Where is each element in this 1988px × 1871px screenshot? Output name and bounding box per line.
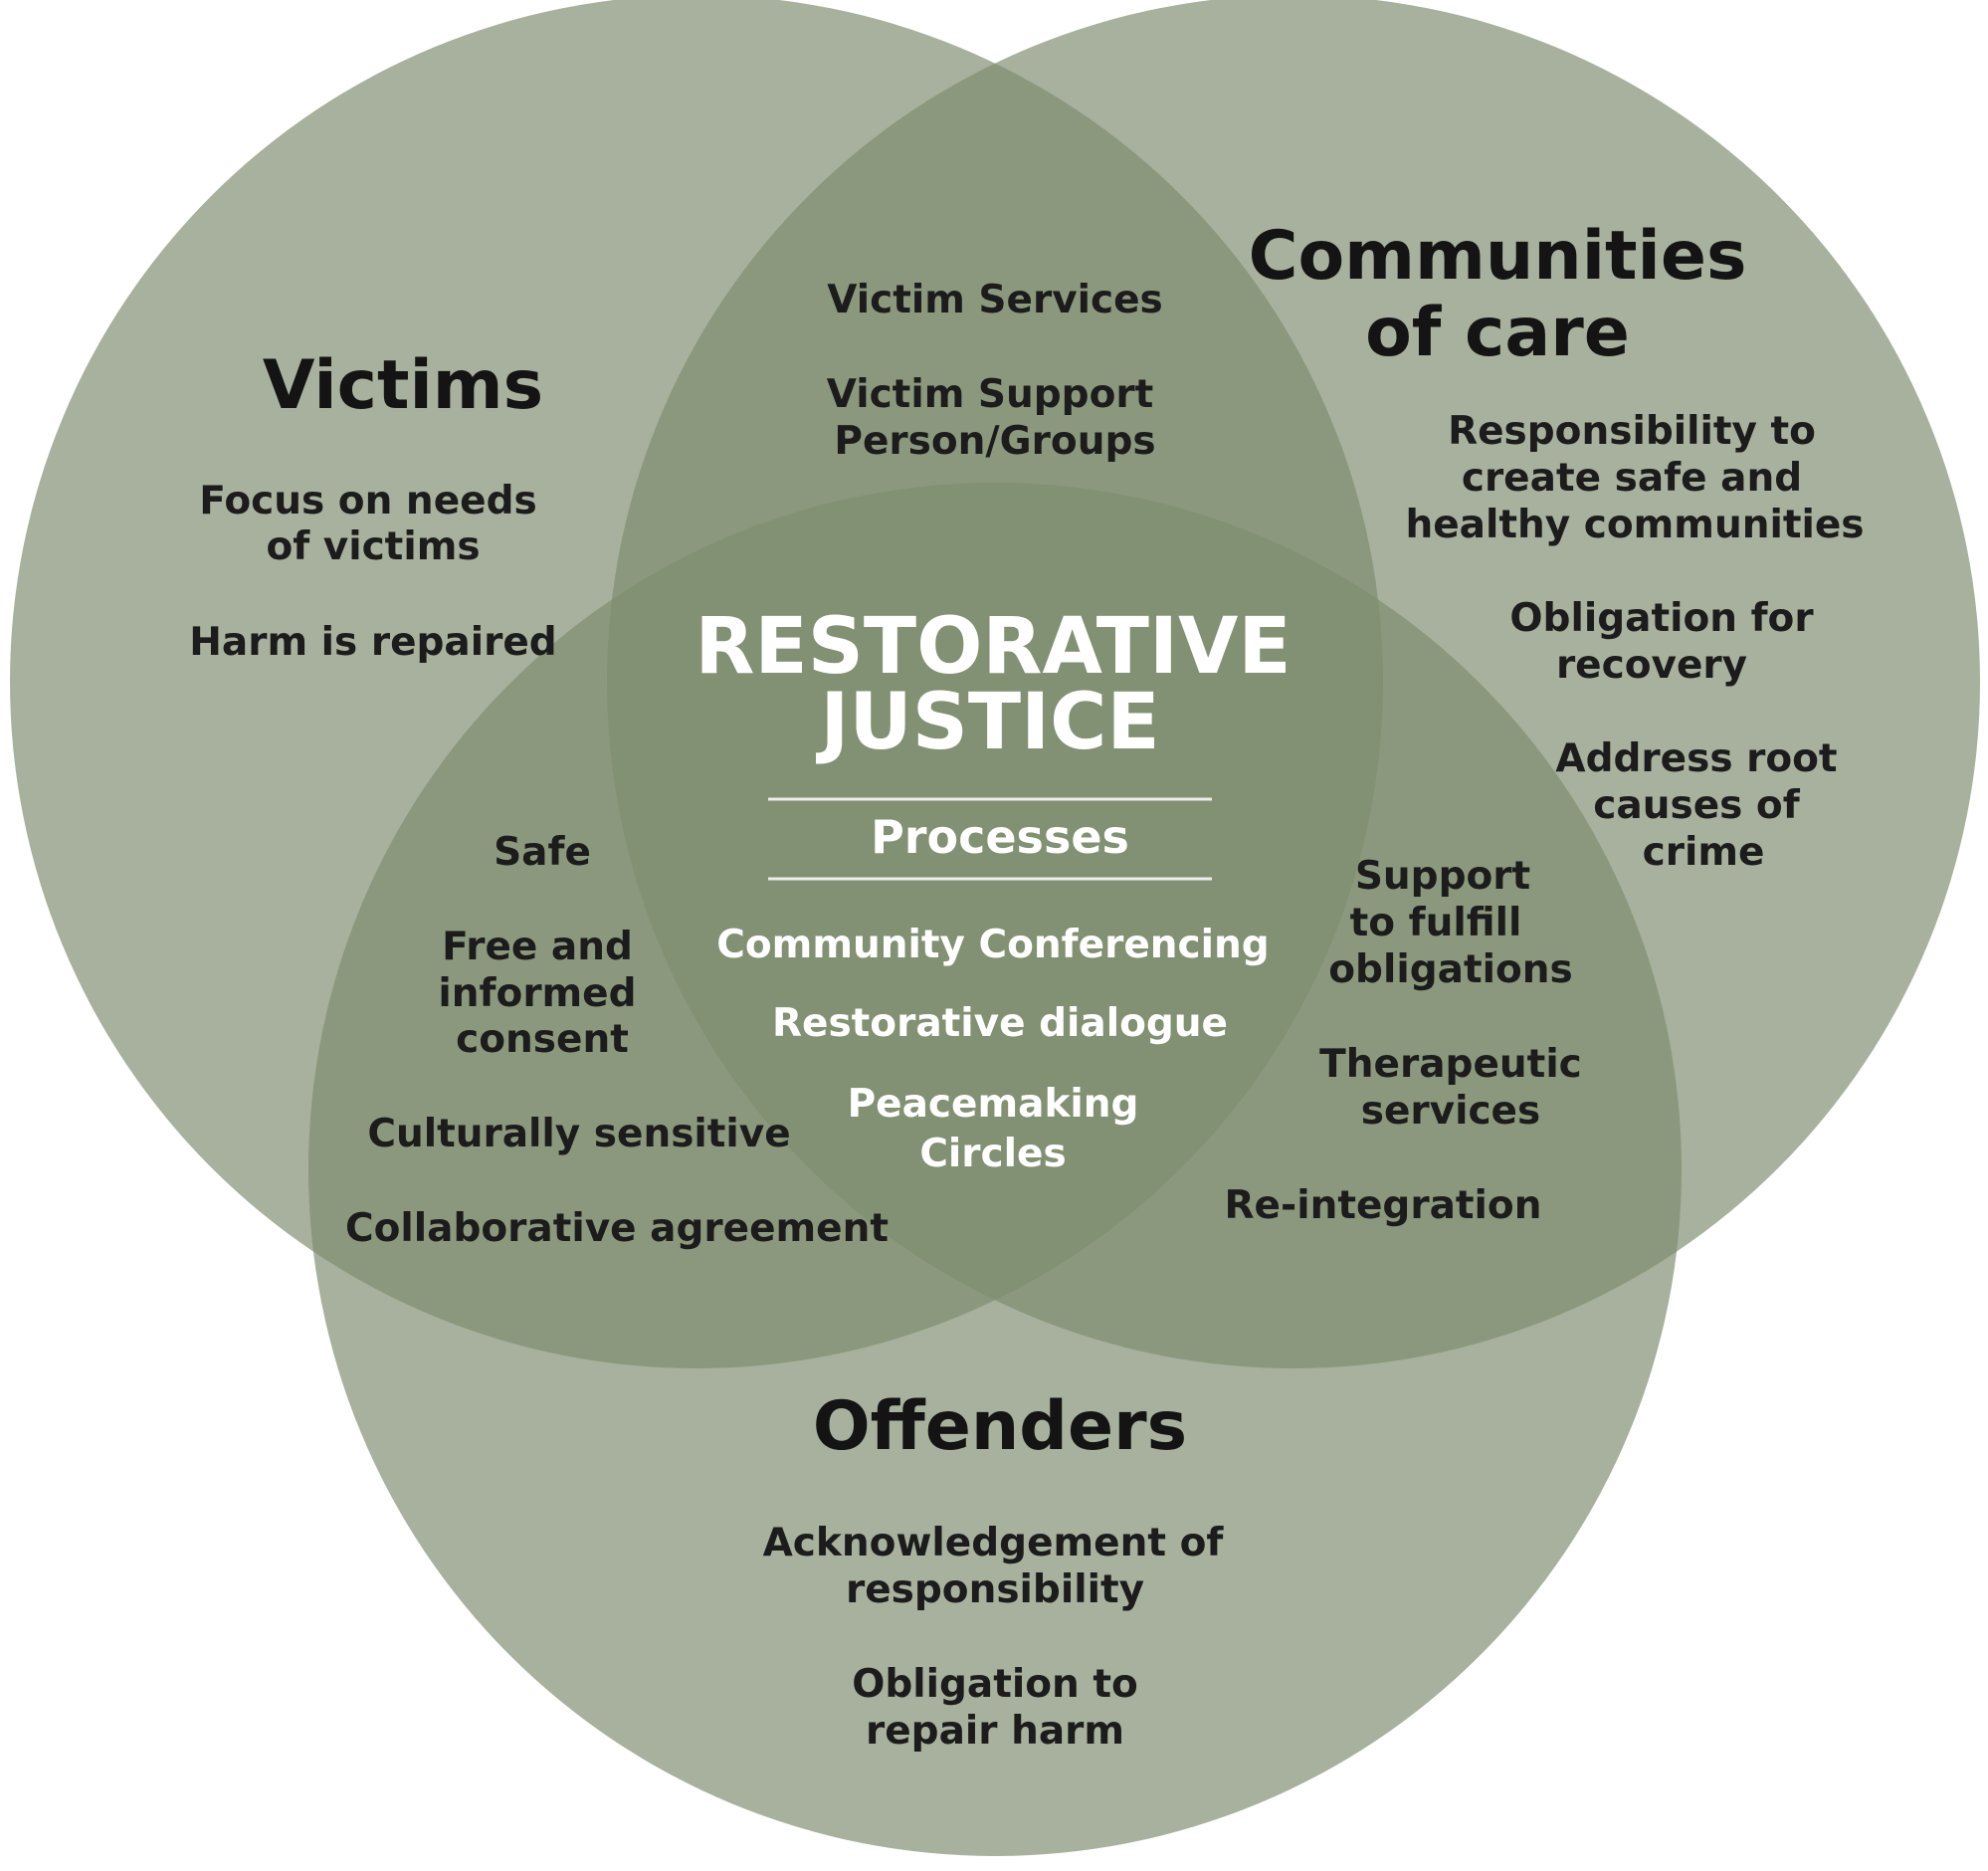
- communities-line-1: Responsibility to: [1448, 409, 1816, 454]
- offenders-line-2: responsibility: [846, 1567, 1144, 1612]
- center-title-line-2: JUSTICE: [815, 678, 1159, 767]
- communities-line-4: Obligation for: [1509, 596, 1814, 641]
- center-processes-label: Processes: [871, 810, 1129, 864]
- victims-offenders-line-5: Culturally sensitive: [367, 1112, 790, 1156]
- offenders-circle: [308, 483, 1682, 1856]
- communities-line-7: causes of: [1593, 783, 1800, 828]
- communities-offenders-line-1: Support: [1355, 854, 1530, 899]
- communities-offenders-line-4: Therapeutic: [1319, 1042, 1582, 1087]
- victims-offenders-line-2: Free and: [442, 925, 633, 969]
- center-item-3: Peacemaking: [848, 1082, 1139, 1127]
- center-item-2: Restorative dialogue: [772, 1001, 1228, 1046]
- victims-line-3: Harm is repaired: [189, 620, 556, 665]
- communities-line-5: recovery: [1556, 643, 1747, 688]
- victims-title: Victims: [263, 346, 543, 425]
- center-title-line-1: RESTORATIVE: [695, 602, 1291, 692]
- offenders-line-3: Obligation to: [852, 1662, 1138, 1707]
- victims-communities-line-2: Victim Support: [827, 372, 1154, 417]
- victims-offenders-line-1: Safe: [494, 830, 591, 875]
- communities-title-line-2: of care: [1365, 294, 1630, 372]
- communities-offenders-line-3: obligations: [1328, 947, 1572, 992]
- victims-offenders-line-6: Collaborative agreement: [345, 1206, 889, 1251]
- center-item-4: Circles: [919, 1132, 1066, 1176]
- communities-line-6: Address root: [1555, 736, 1837, 781]
- communities-title-line-1: Communities: [1249, 217, 1747, 296]
- offenders-title: Offenders: [813, 1387, 1187, 1466]
- victims-communities-line-1: Victim Services: [827, 278, 1163, 322]
- victims-communities-line-3: Person/Groups: [834, 419, 1155, 464]
- communities-offenders-line-2: to fulfill: [1350, 901, 1522, 945]
- victims-offenders-line-3: informed: [438, 971, 636, 1016]
- offenders-line-1: Acknowledgement of: [763, 1521, 1225, 1565]
- communities-line-8: crime: [1643, 830, 1765, 875]
- communities-line-2: create safe and: [1462, 456, 1802, 501]
- victims-offenders-line-4: consent: [456, 1017, 629, 1062]
- center-item-1: Community Conferencing: [716, 923, 1269, 967]
- offenders-line-4: repair harm: [866, 1709, 1124, 1754]
- communities-line-3: healthy communities: [1405, 503, 1864, 547]
- communities-offenders-line-6: Re-integration: [1225, 1183, 1542, 1228]
- communities-offenders-line-5: services: [1361, 1089, 1540, 1134]
- victims-line-2: of victims: [266, 524, 480, 569]
- victims-line-1: Focus on needs: [199, 479, 536, 523]
